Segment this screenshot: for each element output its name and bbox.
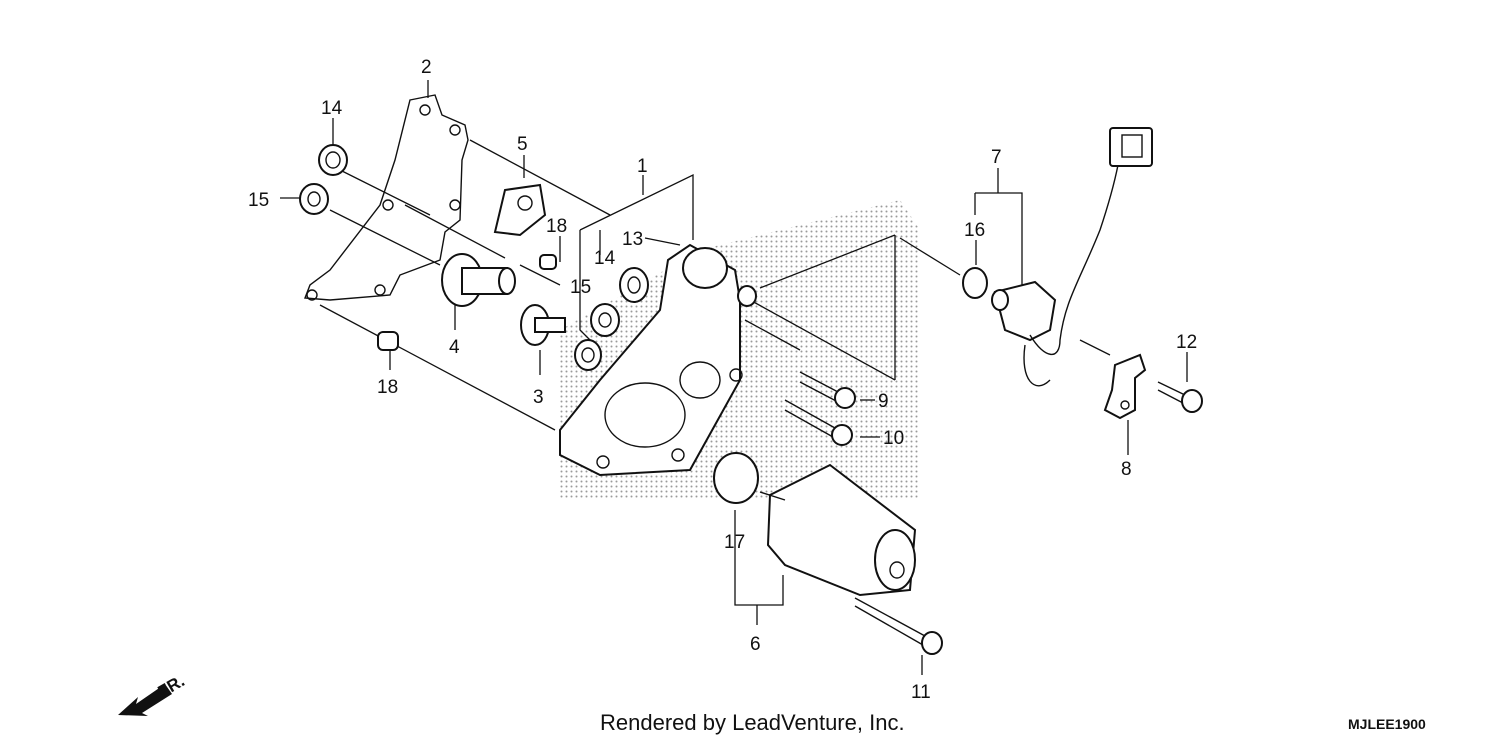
dowel-pin-part	[539, 254, 557, 270]
bracket-part	[1103, 353, 1147, 420]
housing-part	[559, 243, 743, 477]
callout-9: 9	[878, 391, 889, 412]
callout-14a: 14	[321, 98, 343, 119]
callout-3: 3	[533, 387, 544, 408]
bolt-part	[1157, 381, 1203, 413]
callout-8: 8	[1121, 459, 1132, 480]
callout-11: 11	[911, 682, 931, 703]
callout-18b: 18	[377, 377, 398, 398]
shift-arm-part	[493, 183, 547, 237]
callout-5: 5	[517, 134, 528, 155]
o-ring-part	[962, 267, 988, 299]
diagram-code: MJLEE1900	[1348, 716, 1426, 732]
washer-part	[737, 285, 757, 307]
callout-10: 10	[883, 428, 904, 449]
callout-7: 7	[991, 147, 1002, 168]
bearing-part	[619, 267, 649, 303]
gasket-part	[304, 94, 469, 301]
bearing-part	[574, 339, 602, 371]
bolt-part	[799, 371, 856, 409]
render-credit: Rendered by LeadVenture, Inc.	[600, 710, 905, 735]
callout-15a: 15	[248, 190, 269, 211]
motor-part	[759, 463, 917, 597]
callout-6: 6	[750, 634, 761, 655]
callout-4: 4	[449, 337, 460, 358]
bearing-part	[590, 303, 620, 337]
bearing-part	[318, 144, 348, 176]
bolt-part	[854, 597, 943, 655]
callout-13: 13	[622, 229, 643, 250]
callout-15b: 15	[570, 277, 591, 298]
bearing-part	[299, 183, 329, 215]
callout-18a: 18	[546, 216, 567, 237]
gear-part	[441, 253, 516, 307]
guide-lines	[280, 80, 1188, 675]
callout-14b: 14	[594, 248, 616, 269]
sensor-part	[991, 127, 1153, 387]
callout-17: 17	[724, 532, 745, 553]
bolt-part	[784, 399, 853, 446]
gear-part	[520, 304, 566, 346]
callout-2: 2	[421, 57, 432, 78]
front-direction-arrow: FR.	[118, 671, 188, 716]
dowel-pin-part	[377, 331, 399, 351]
callout-12: 12	[1176, 332, 1197, 353]
callout-1: 1	[637, 156, 648, 177]
callout-16: 16	[964, 220, 985, 241]
o-ring-part	[713, 452, 759, 504]
callout-labels: 1 2 3 4 5 6 7 8 9 10 11 12 13 14 14 15 1…	[248, 57, 1197, 703]
